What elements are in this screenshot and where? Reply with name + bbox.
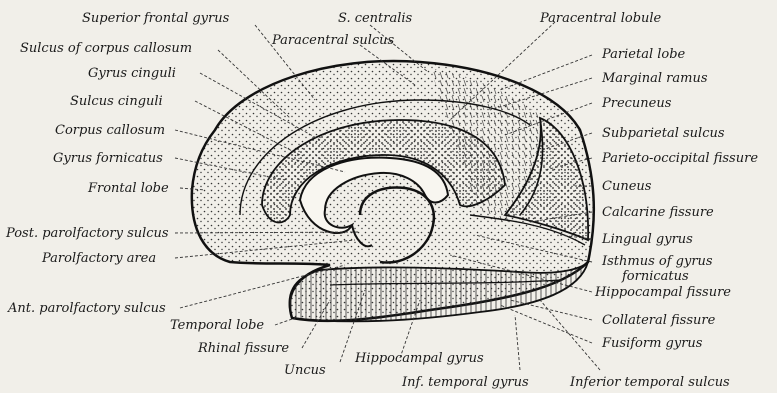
label-cuneus: Cuneus (602, 179, 652, 194)
label-gyrus-fornicatus: Gyrus fornicatus (53, 151, 163, 166)
label-sulcus-cinguli: Sulcus cinguli (70, 94, 163, 109)
label-isthmus-line1: Isthmus of gyrus (601, 254, 713, 269)
label-fusiform-gyrus: Fusiform gyrus (601, 336, 703, 351)
label-ant-parolfactory-sulcus: Ant. parolfactory sulcus (7, 301, 166, 316)
label-collateral-fissure: Collateral fissure (602, 313, 716, 328)
label-hippocampal-fissure: Hippocampal fissure (594, 285, 731, 300)
label-inf-temporal-gyrus: Inf. temporal gyrus (401, 375, 529, 390)
label-precuneus: Precuneus (601, 96, 672, 111)
label-hippocampal-gyrus: Hippocampal gyrus (354, 351, 484, 366)
label-marginal-ramus: Marginal ramus (601, 71, 708, 86)
label-post-parolfactory-sulcus: Post. parolfactory sulcus (5, 226, 169, 241)
label-paracentral-lobule: Paracentral lobule (539, 11, 662, 26)
label-s-centralis: S. centralis (338, 11, 413, 26)
label-sulcus-corpus-callosum: Sulcus of corpus callosum (20, 41, 192, 56)
label-corpus-callosum: Corpus callosum (55, 123, 165, 138)
label-inferior-temporal-sulcus: Inferior temporal sulcus (569, 375, 730, 390)
label-isthmus-line2: fornicatus (621, 269, 689, 284)
label-lingual-gyrus: Lingual gyrus (601, 232, 693, 247)
label-uncus: Uncus (284, 363, 326, 378)
label-parietal-lobe: Parietal lobe (601, 47, 686, 62)
label-parieto-occipital-fissure: Parieto-occipital fissure (601, 151, 758, 166)
label-paracentral-sulcus: Paracentral sulcus (271, 33, 395, 48)
label-temporal-lobe: Temporal lobe (170, 318, 264, 333)
label-frontal-lobe: Frontal lobe (87, 181, 169, 196)
label-superior-frontal-gyrus: Superior frontal gyrus (82, 11, 230, 26)
label-subparietal-sulcus: Subparietal sulcus (602, 126, 725, 141)
label-rhinal-fissure: Rhinal fissure (197, 341, 289, 356)
label-calcarine-fissure: Calcarine fissure (602, 205, 714, 220)
label-parolfactory-area: Parolfactory area (41, 251, 156, 266)
label-gyrus-cinguli: Gyrus cinguli (88, 66, 176, 81)
